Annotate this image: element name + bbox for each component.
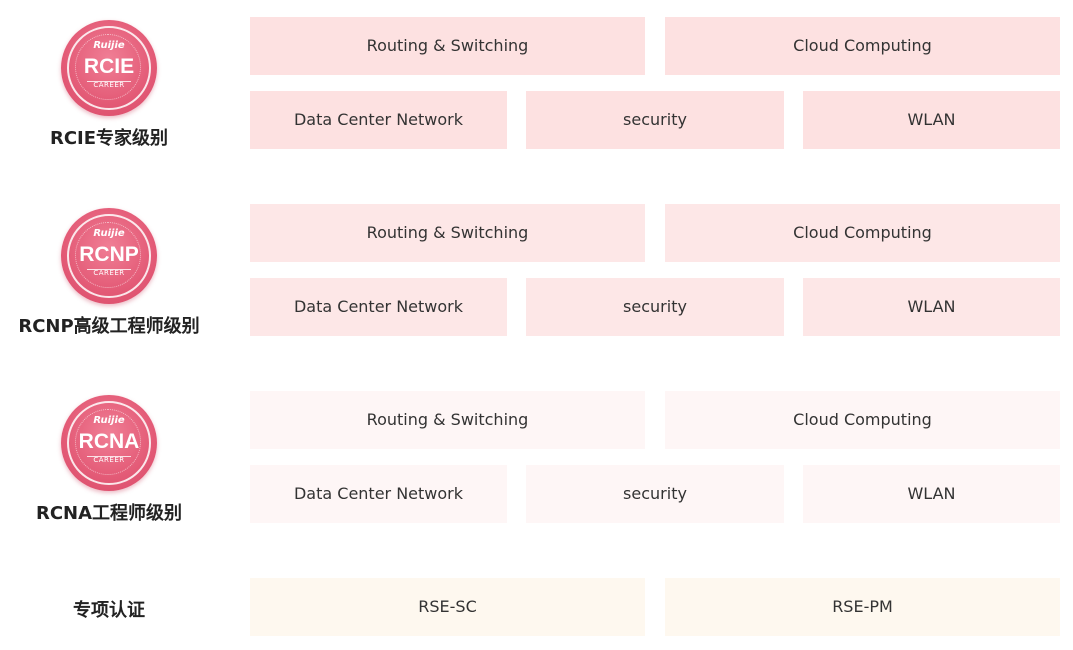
area-routing-switching[interactable]: Routing & Switching [250, 17, 645, 75]
badge-career: CAREER [93, 81, 125, 89]
area-cloud-computing[interactable]: Cloud Computing [665, 391, 1060, 449]
special-rse-sc[interactable]: RSE-SC [250, 578, 645, 636]
badge-brand: Ruijie [93, 228, 125, 239]
badge-ring [67, 26, 151, 110]
badge-divider [87, 269, 131, 270]
badge-career: CAREER [93, 456, 125, 464]
area-data-center-network[interactable]: Data Center Network [250, 278, 507, 336]
badge-inner-ring [75, 222, 141, 288]
level-label-rcna: RCNA工程师级别 [35, 503, 183, 524]
badge-inner-ring [75, 34, 141, 100]
area-data-center-network[interactable]: Data Center Network [250, 465, 507, 523]
area-data-center-network[interactable]: Data Center Network [250, 91, 507, 149]
level-label-rcie: RCIE专家级别 [49, 128, 169, 149]
rcnp-badge: Ruijie RCNP CAREER [61, 208, 157, 304]
area-wlan[interactable]: WLAN [803, 465, 1060, 523]
area-wlan[interactable]: WLAN [803, 278, 1060, 336]
area-security[interactable]: security [526, 91, 784, 149]
area-routing-switching[interactable]: Routing & Switching [250, 204, 645, 262]
badge-brand: Ruijie [93, 415, 125, 426]
badge-code: RCNP [79, 243, 139, 266]
badge-career: CAREER [93, 269, 125, 277]
area-routing-switching[interactable]: Routing & Switching [250, 391, 645, 449]
badge-code: RCNA [78, 430, 140, 453]
level-label-special: 专项认证 [73, 600, 145, 621]
special-rse-pm[interactable]: RSE-PM [665, 578, 1060, 636]
area-cloud-computing[interactable]: Cloud Computing [665, 17, 1060, 75]
area-security[interactable]: security [526, 278, 784, 336]
badge-brand: Ruijie [93, 40, 125, 51]
rcie-badge: Ruijie RCIE CAREER [61, 20, 157, 116]
level-label-rcnp: RCNP高级工程师级别 [18, 316, 200, 337]
badge-ring [67, 214, 151, 298]
rcna-badge: Ruijie RCNA CAREER [61, 395, 157, 491]
badge-divider [87, 456, 131, 457]
area-wlan[interactable]: WLAN [803, 91, 1060, 149]
area-cloud-computing[interactable]: Cloud Computing [665, 204, 1060, 262]
badge-inner-ring [75, 409, 141, 475]
badge-ring [67, 401, 151, 485]
badge-code: RCIE [83, 55, 135, 78]
area-security[interactable]: security [526, 465, 784, 523]
badge-divider [87, 81, 131, 82]
